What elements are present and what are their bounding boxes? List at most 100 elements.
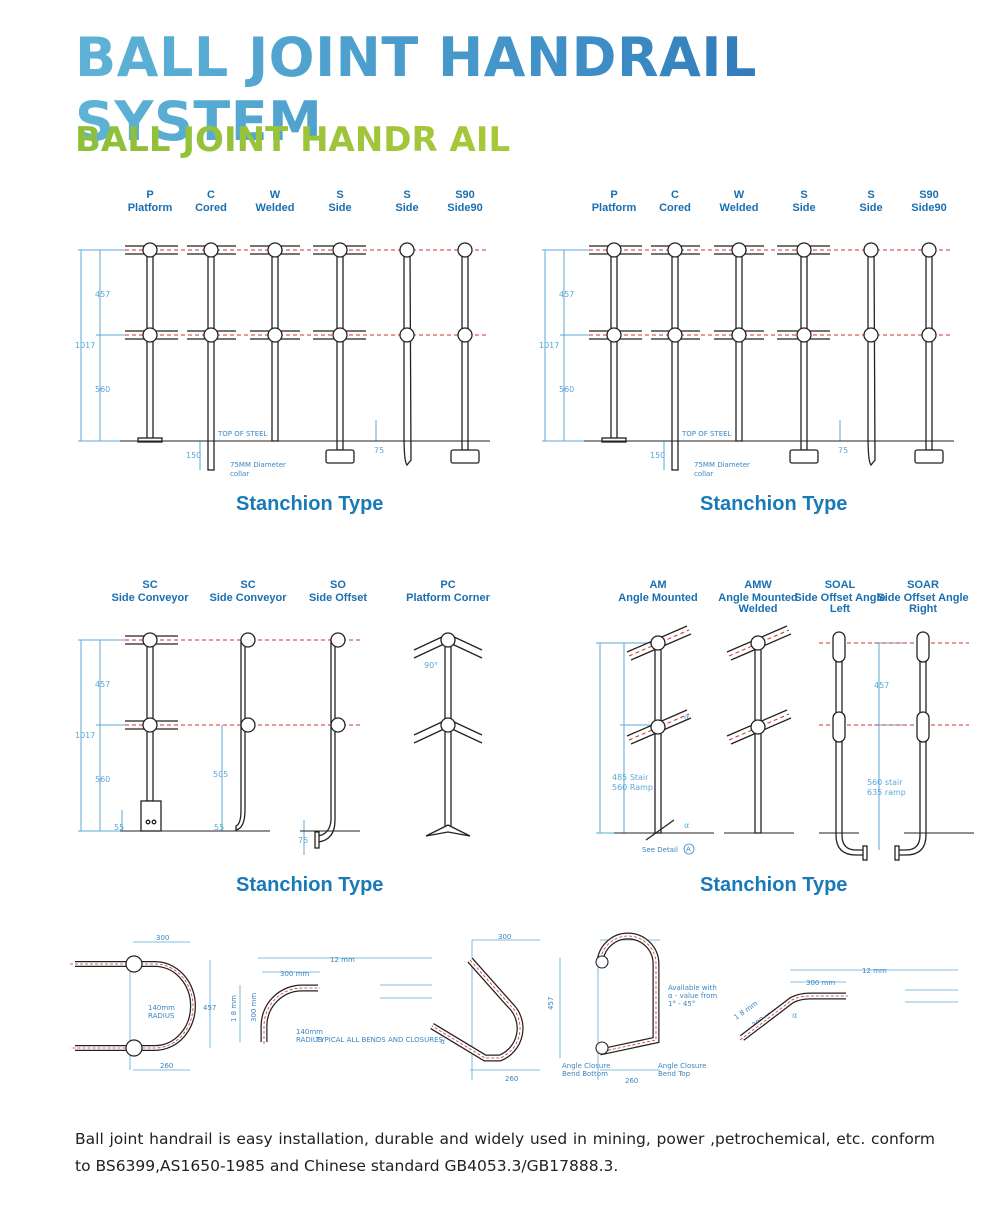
bend-details-drawing: 300 140mm RADIUS 457 260 12 mm 300 mm 1 … <box>70 932 958 1085</box>
dim-core: 150 <box>186 451 201 460</box>
stanchions <box>125 242 480 471</box>
dim-foot: 75 <box>838 446 848 455</box>
type-code: SO <box>330 579 346 591</box>
dim-width: 300 <box>498 933 511 941</box>
type-labels: AM Angle Mounted AMW Angle Mounted Welde… <box>618 579 968 615</box>
type-name-2: Left <box>830 603 851 615</box>
stanchion-panel-mid-right: AM Angle Mounted AMW Angle Mounted Welde… <box>464 570 984 910</box>
detail-mark: A <box>686 846 691 854</box>
type-name: Platform Corner <box>406 592 490 604</box>
dim-total: 1017 <box>75 341 95 350</box>
note-available-3: 1° - 45° <box>668 1000 695 1008</box>
type-code: C <box>207 189 215 201</box>
type-code: S <box>867 189 874 201</box>
stanchions <box>589 242 944 471</box>
type-code: S90 <box>455 189 475 201</box>
note-available-2: α - value from <box>668 992 717 1000</box>
bend-detail-1: 300 140mm RADIUS 457 260 <box>70 934 216 1071</box>
dim-total: 1017 <box>539 341 559 350</box>
stanchion-caption: Stanchion Type <box>236 493 384 515</box>
stanchion-caption: Stanchion Type <box>700 493 848 515</box>
dim-upper: 457 <box>95 290 110 299</box>
note-top-of-steel: TOP OF STEEL <box>681 430 732 438</box>
dim-lower: 560 <box>95 775 110 784</box>
note-radius: 140mm <box>148 1004 175 1012</box>
dimension-lines <box>78 639 305 855</box>
type-name: Angle Mounted <box>718 592 797 604</box>
note-collar-2: collar <box>694 470 713 478</box>
stanchion-caption: Stanchion Type <box>700 874 848 896</box>
type-name: Side Conveyor <box>209 592 287 604</box>
type-labels: SC Side Conveyor SC Side Conveyor SO Sid… <box>111 579 490 604</box>
dim-soa-ramp: 635 ramp <box>867 788 906 797</box>
type-name: Side <box>395 202 418 214</box>
type-name: Cored <box>195 202 227 214</box>
dim-base: 55 <box>214 823 224 832</box>
note-closure: Angle Closure <box>658 1062 706 1070</box>
stanchion-drawing-mid-right: AM Angle Mounted AMW Angle Mounted Welde… <box>596 579 974 861</box>
note-radius-2: RADIUS <box>148 1012 175 1020</box>
bend-detail-5: 12 mm 300 mm 1 8 mm 300 mm α <box>733 967 958 1041</box>
type-name: Side90 <box>911 202 946 214</box>
type-name: Platform <box>592 202 637 214</box>
dim-width: 300 <box>156 934 169 942</box>
red-rail-lines <box>589 249 952 336</box>
dim-alpha: α <box>684 821 689 830</box>
dim-alpha: α <box>792 1011 797 1020</box>
dim-core: 150 <box>650 451 665 460</box>
note-available: Available with <box>668 984 717 992</box>
note-radius-2: RADIUS <box>296 1036 323 1044</box>
detail-marker-icon <box>683 843 695 855</box>
stanchion-drawing-mid-left: SC Side Conveyor SC Side Conveyor SO Sid… <box>75 579 491 855</box>
dim-stair: 485 Stair <box>612 773 649 782</box>
stanchions <box>626 625 930 861</box>
type-name: Side <box>328 202 351 214</box>
dimension-lines <box>78 249 377 470</box>
dim-side: 505 <box>213 770 228 779</box>
note-closure-2: Bend Bottom <box>562 1070 608 1078</box>
type-name-2: Right <box>909 603 937 615</box>
type-name: Side <box>792 202 815 214</box>
type-name: Side Offset Angle <box>794 592 885 604</box>
dim-height: 457 <box>203 1004 216 1012</box>
dim-base: 260 <box>160 1062 173 1070</box>
dim-alpha: α <box>440 1037 445 1046</box>
type-code: P <box>146 189 153 201</box>
type-name: Side <box>859 202 882 214</box>
description-paragraph: Ball joint handrail is easy installation… <box>75 1130 935 1175</box>
type-code: W <box>270 189 281 201</box>
type-name-2: Welded <box>739 603 778 615</box>
type-labels: P Platform C Cored W Welded S Side S Sid… <box>128 189 483 214</box>
stanchion-drawing-top-right: P Platform C Cored W Welded S Side S Sid… <box>539 189 954 478</box>
dimension-lines <box>542 249 841 470</box>
dim-width: 300 mm <box>806 979 835 987</box>
dim-ramp: 560 Ramp <box>612 783 653 792</box>
type-code: S <box>336 189 343 201</box>
type-code: S <box>800 189 807 201</box>
dim-upper: 457 <box>874 681 889 690</box>
stanchion-panel-top-left: P Platform C Cored W Welded S Side S Sid… <box>0 180 500 520</box>
bend-detail-3: 300 457 260 Angle Closure Bend Bottom α <box>430 933 610 1083</box>
note-collar: 75MM Diameter <box>230 461 286 469</box>
type-name: Side Conveyor <box>111 592 189 604</box>
type-code: SC <box>142 579 157 591</box>
note-closure: Angle Closure <box>562 1062 610 1070</box>
dim-height: 300 mm <box>250 993 258 1022</box>
dim-angle: 90° <box>424 661 438 670</box>
type-name: Side Offset <box>309 592 367 604</box>
dim-side: 1 8 mm <box>733 999 760 1021</box>
type-code: SC <box>240 579 255 591</box>
type-code: S90 <box>919 189 939 201</box>
type-code: S <box>403 189 410 201</box>
bend-detail-4: 300 260 Available with α - value from 1°… <box>595 932 717 1085</box>
stanchions <box>125 632 483 849</box>
type-labels: P Platform C Cored W Welded S Side S Sid… <box>592 189 947 214</box>
stanchion-drawing-top-left: P Platform C Cored W Welded S Side S Sid… <box>75 189 490 478</box>
dim-lower: 560 <box>559 385 574 394</box>
type-name: Platform <box>128 202 173 214</box>
type-code: SOAL <box>825 579 856 591</box>
type-name: Welded <box>256 202 295 214</box>
dim-foot: 75 <box>298 836 308 845</box>
dim-width: 300 mm <box>280 970 309 978</box>
type-code: C <box>671 189 679 201</box>
